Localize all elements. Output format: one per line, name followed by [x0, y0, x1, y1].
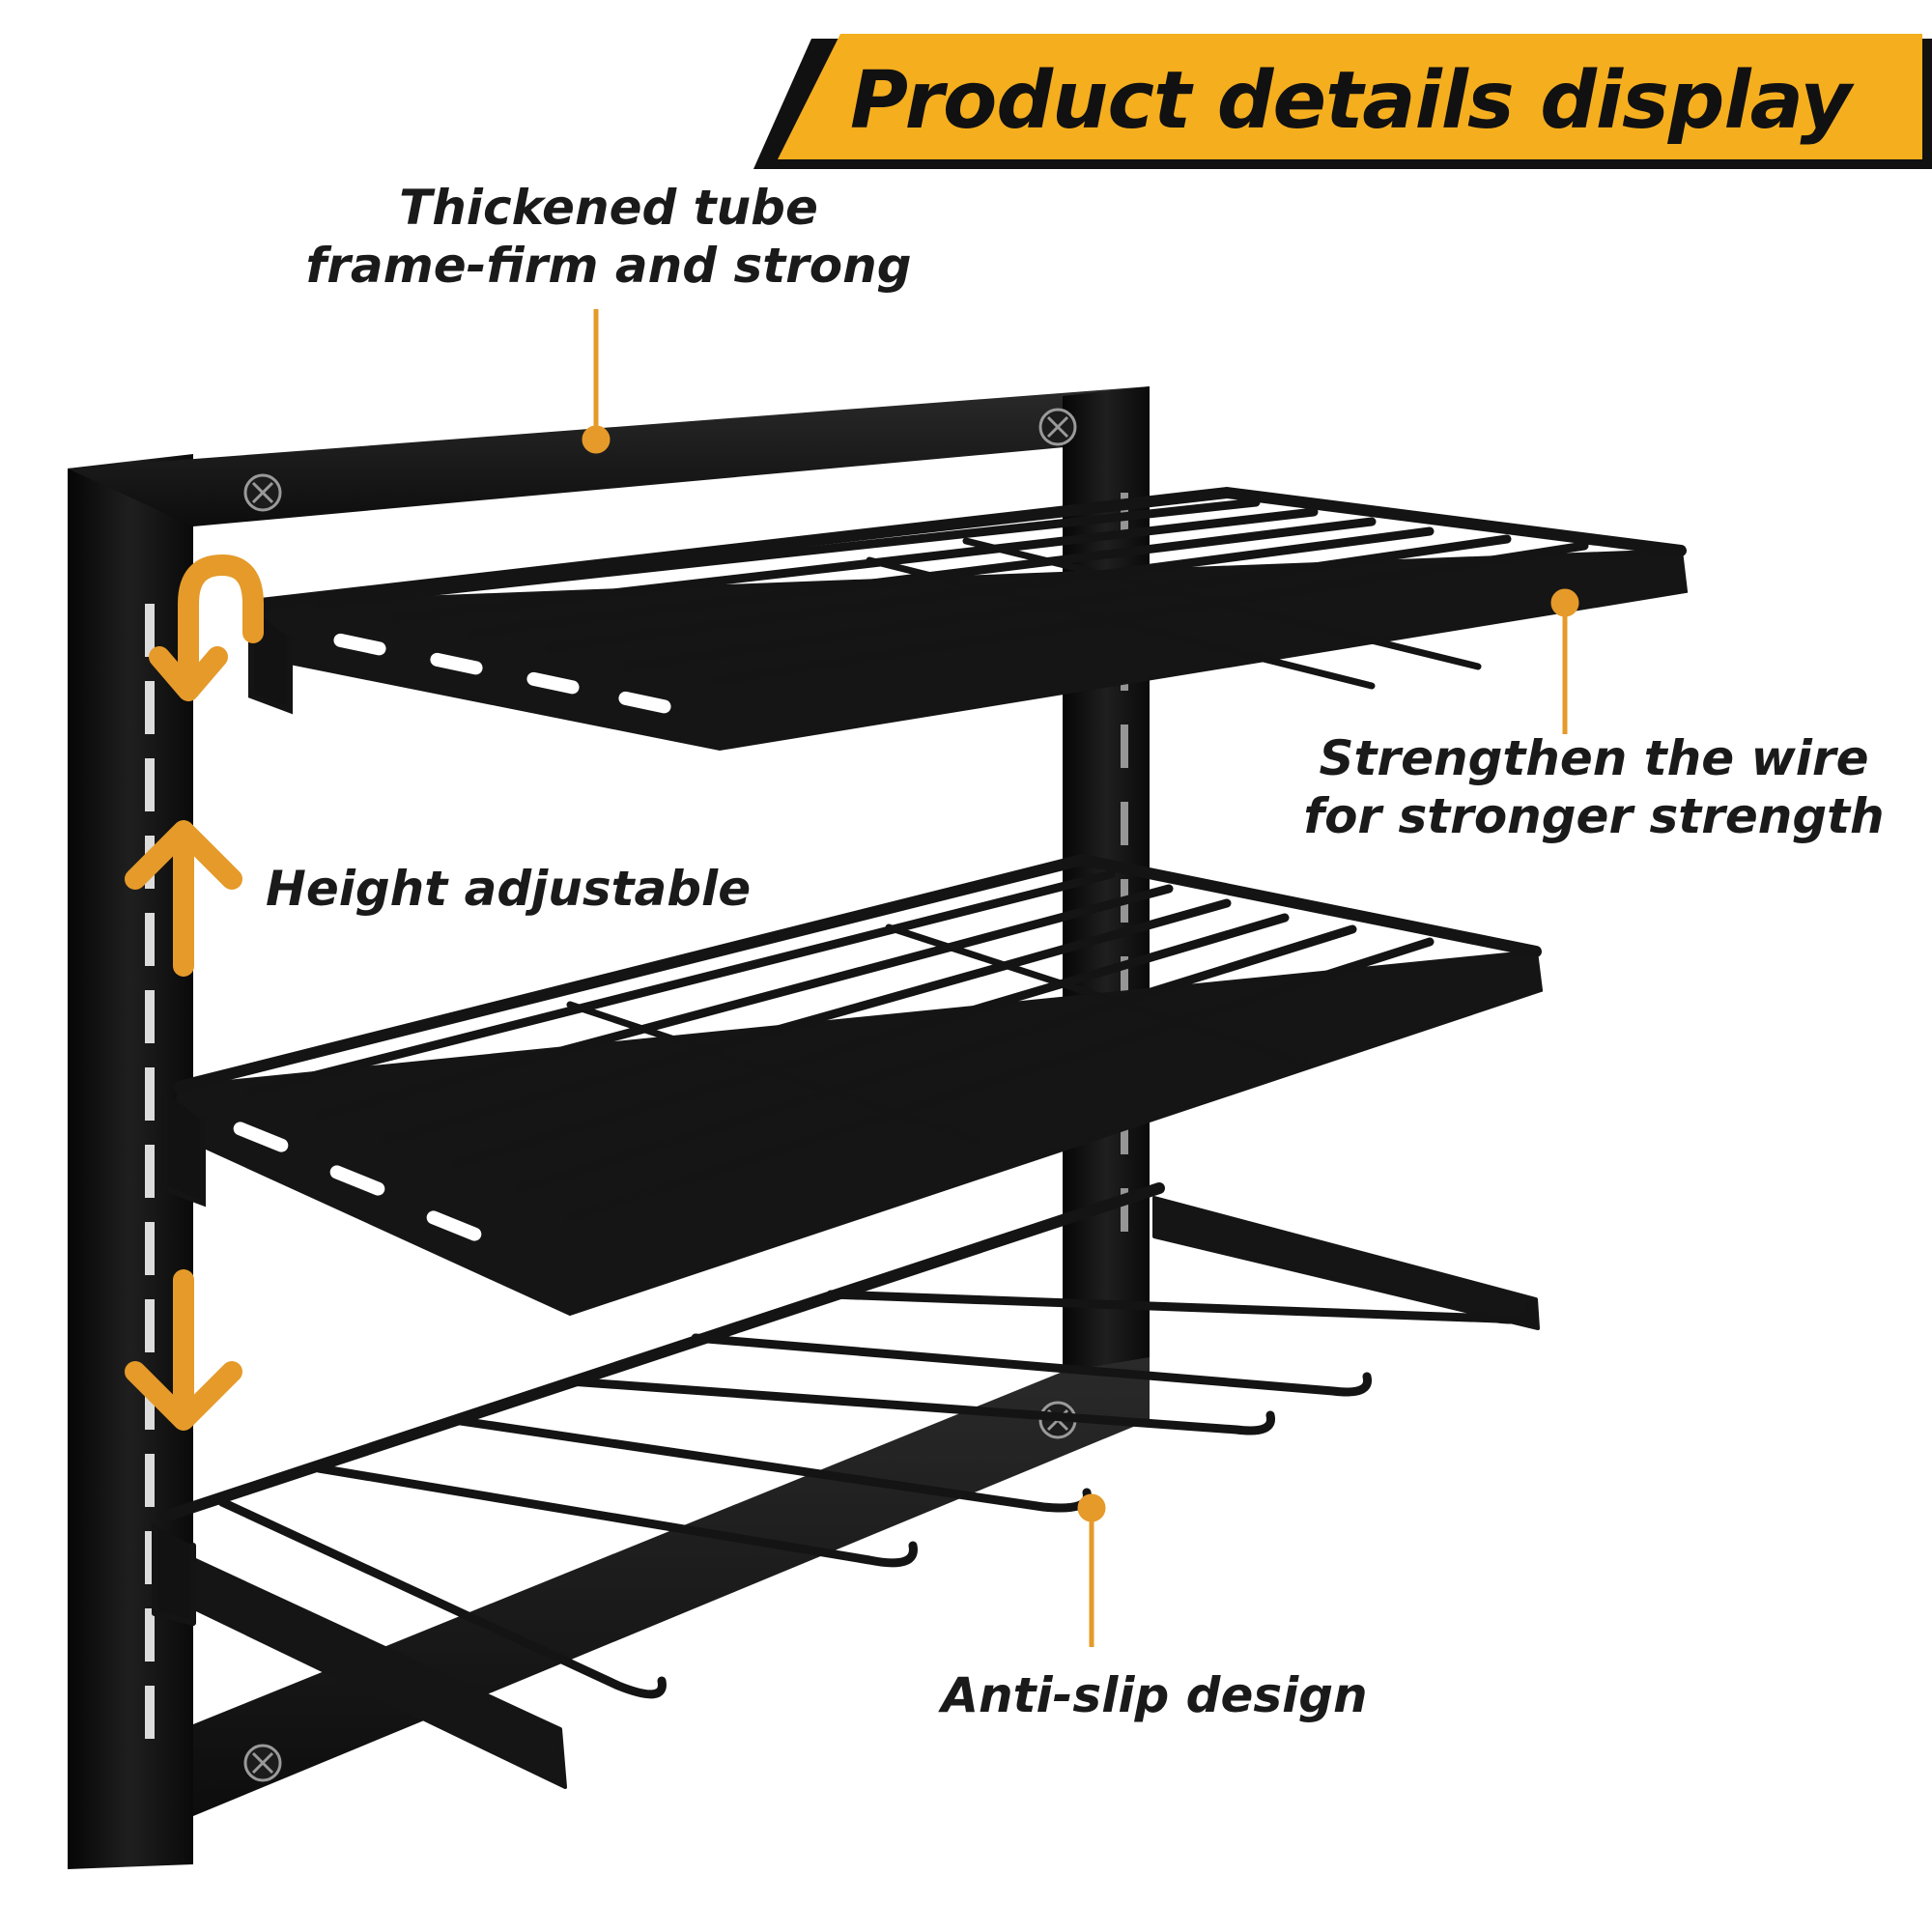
bottom-rack [152, 1182, 1540, 1789]
callout-line: Strengthen the wire [1319, 730, 1869, 786]
hook-arrow-icon [149, 554, 264, 701]
callout-anti-slip: Anti-slip design [941, 1667, 1368, 1723]
callout-strengthen-wire: Strengthen the wire for stronger strengt… [1275, 729, 1913, 845]
callout-thickened-tube: Thickened tube frame-firm and strong [270, 179, 947, 295]
page-title: Product details display [850, 55, 1852, 147]
callout-line: Thickened tube [399, 180, 818, 236]
callout-line: frame-firm and strong [305, 238, 912, 294]
top-shelf [248, 486, 1689, 752]
middle-shelf [161, 853, 1544, 1317]
arrow-down-icon [125, 1269, 242, 1431]
arrow-up-icon [125, 820, 242, 977]
title-banner [753, 34, 1932, 169]
callout-pointers [582, 309, 1579, 1647]
callout-line: for stronger strength [1303, 788, 1885, 844]
callout-height-adjustable: Height adjustable [266, 861, 752, 917]
